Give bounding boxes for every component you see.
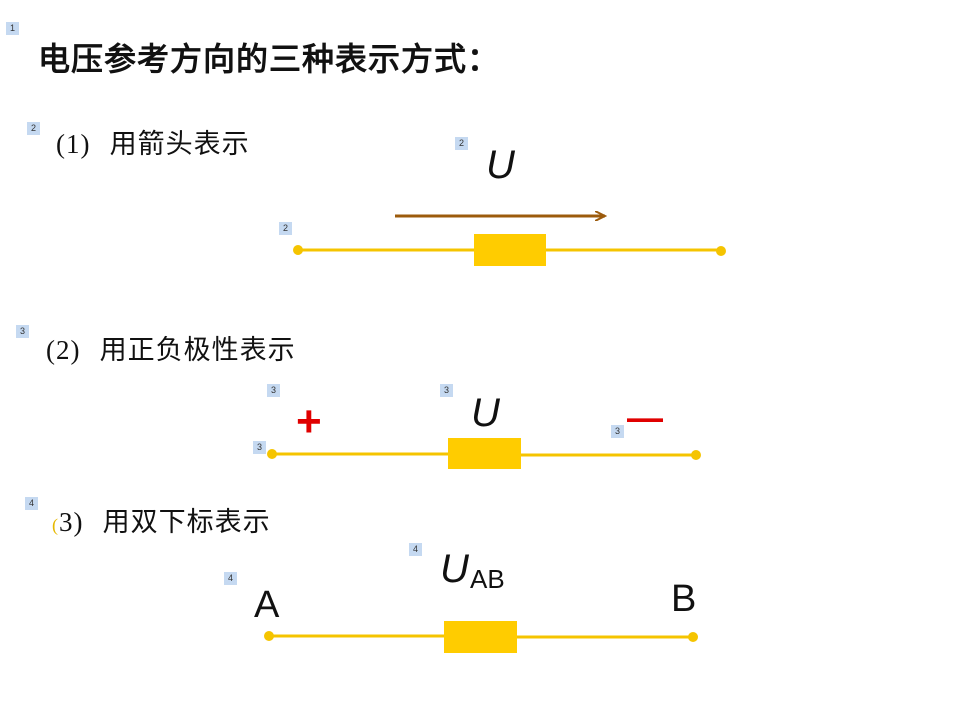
- terminal-left: [267, 449, 277, 459]
- section-2-heading: (2) 用正负极性表示: [46, 328, 296, 367]
- slide-tag: 2: [279, 222, 292, 235]
- slide-tag: 4: [409, 543, 422, 556]
- plus-sign: +: [296, 397, 322, 446]
- slide-tag: 3: [440, 384, 453, 397]
- section-1-number: (1): [56, 129, 91, 159]
- section-2-number: (2): [46, 335, 81, 365]
- terminal-right: [716, 246, 726, 256]
- section-2-label: 用正负极性表示: [99, 335, 296, 366]
- slide-tag: 3: [253, 441, 266, 454]
- section-3-label: 用双下标表示: [102, 507, 271, 538]
- terminal-right: [691, 450, 701, 460]
- node-a-label: A: [254, 584, 280, 626]
- section-1-label: 用箭头表示: [109, 129, 250, 160]
- diagram-polarity-method: + — U: [267, 391, 701, 469]
- voltage-subscript: AB: [470, 564, 505, 594]
- terminal-b: [688, 632, 698, 642]
- slide-tag: 1: [6, 22, 19, 35]
- resistor: [444, 621, 517, 653]
- slide-tag: 3: [611, 425, 624, 438]
- voltage-symbol: U: [486, 143, 516, 187]
- slide-tag: 3: [16, 325, 29, 338]
- section-3-number: 3): [59, 507, 84, 537]
- voltage-symbol: U: [471, 391, 501, 435]
- slide-tag: 3: [267, 384, 280, 397]
- resistor: [474, 234, 546, 266]
- node-b-label: B: [671, 578, 696, 620]
- diagram-arrow-method: U: [293, 143, 726, 266]
- slide-tag: 2: [27, 122, 40, 135]
- resistor: [448, 438, 521, 469]
- slide-tag: 2: [455, 137, 468, 150]
- slide-tag: 4: [224, 572, 237, 585]
- page-title: 电压参考方向的三种表示方式：: [38, 40, 501, 78]
- section-3-heading: (3) 用双下标表示: [52, 500, 271, 539]
- diagram-subscript-method: U AB A B: [254, 547, 698, 653]
- voltage-letter: U: [440, 547, 470, 591]
- terminal-left: [293, 245, 303, 255]
- voltage-symbol: U: [440, 547, 470, 591]
- terminal-a: [264, 631, 274, 641]
- section-1-heading: (1) 用箭头表示: [56, 122, 250, 161]
- minus-sign: —: [627, 397, 663, 438]
- slide-tag: 4: [25, 497, 38, 510]
- section-3-open-paren: (: [52, 515, 59, 535]
